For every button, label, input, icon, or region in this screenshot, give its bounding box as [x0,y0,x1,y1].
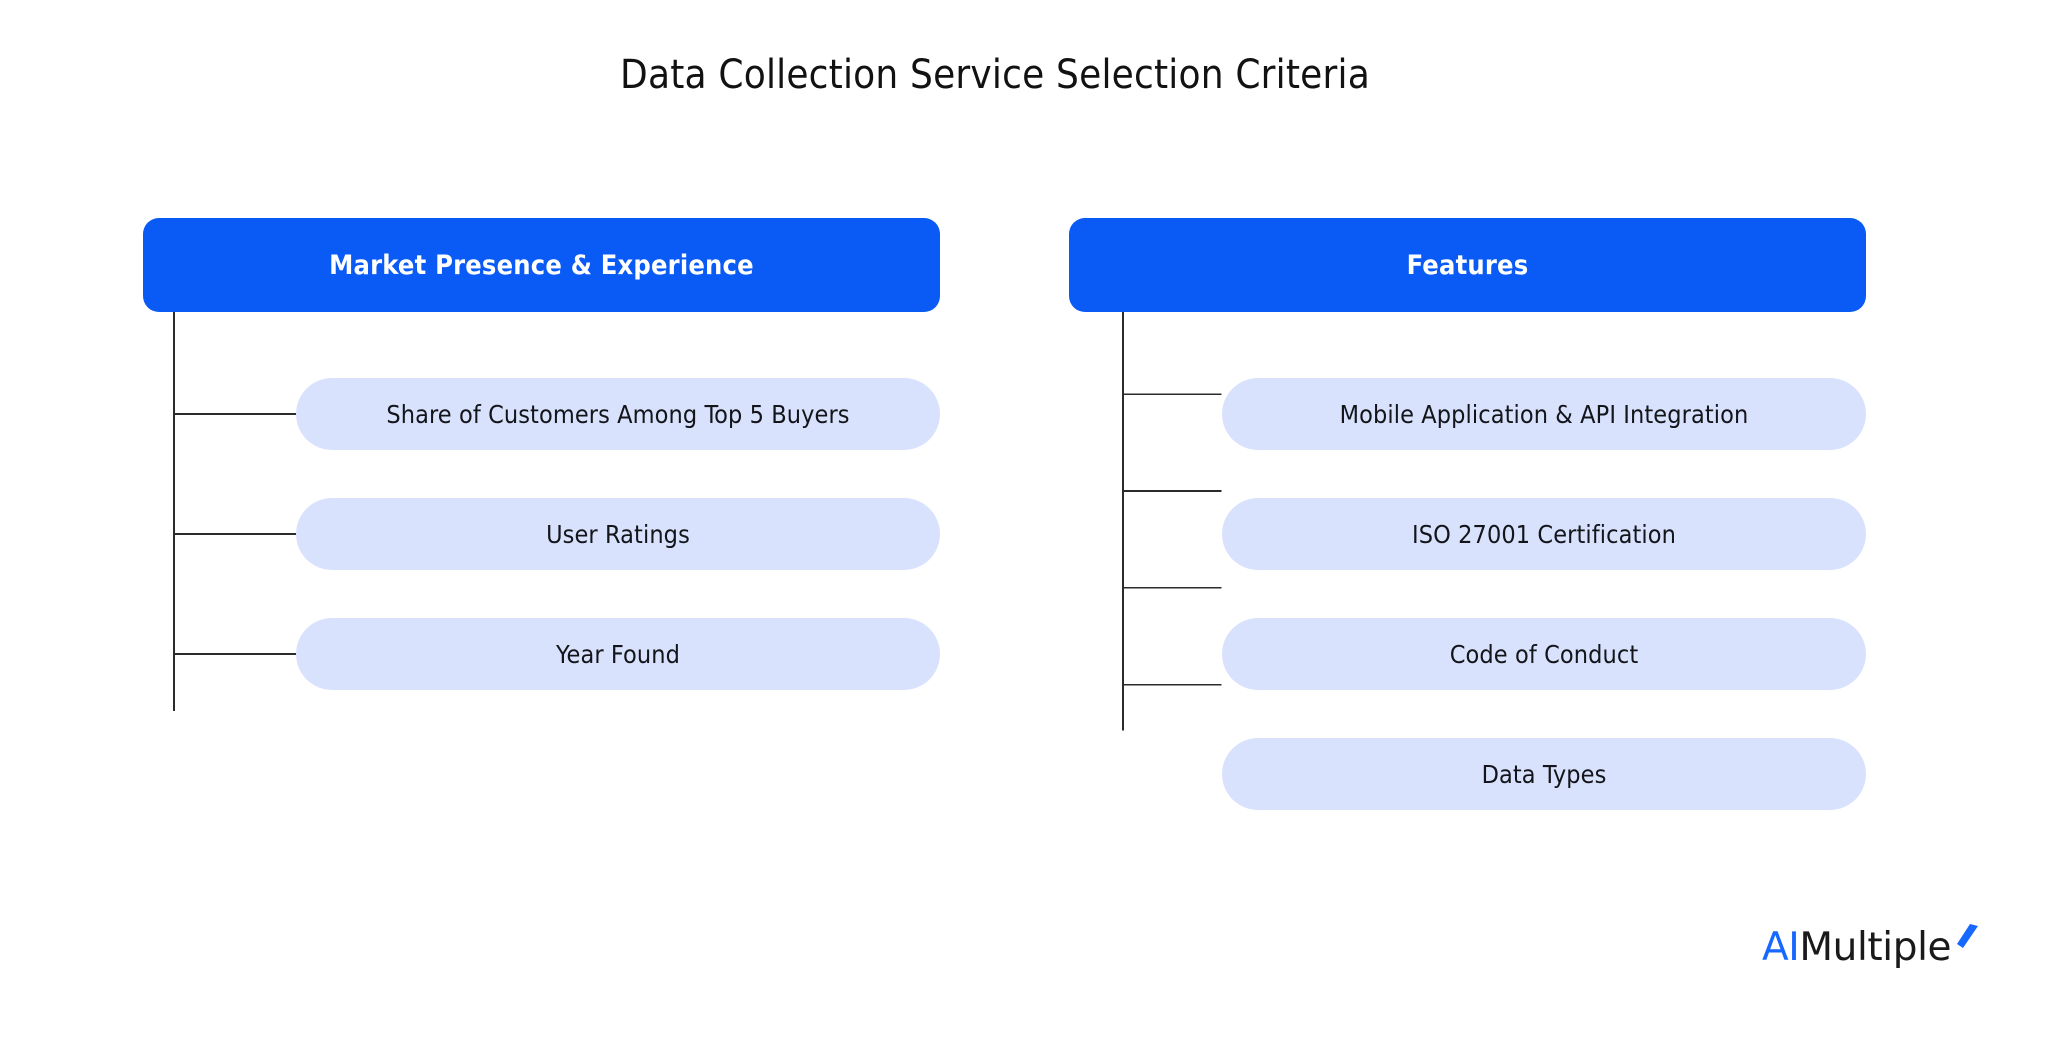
child-row: User Ratings [143,498,940,570]
child-pill[interactable]: Code of Conduct [1222,618,1866,690]
child-pill[interactable]: ISO 27001 Certification [1222,498,1866,570]
branch-header-label: Market Presence & Experience [329,249,754,281]
child-pill[interactable]: Data Types [1222,738,1866,810]
child-label: Share of Customers Among Top 5 Buyers [386,399,850,429]
child-row: Code of Conduct [1069,618,1866,690]
child-label: Code of Conduct [1449,639,1639,669]
branch-header-label: Features [1406,249,1529,281]
child-row: Share of Customers Among Top 5 Buyers [143,378,940,450]
child-pill[interactable]: User Ratings [296,498,940,570]
branch-features: Features Mobile Application & API Integr… [1069,218,1866,810]
page-title: Data Collection Service Selection Criter… [620,52,1370,98]
child-label: Data Types [1481,759,1607,789]
logo-prefix: AI [1762,925,1800,970]
child-label: User Ratings [546,519,690,549]
branch-children-list: Share of Customers Among Top 5 Buyers Us… [143,378,940,690]
child-row: Mobile Application & API Integration [1069,378,1866,450]
child-label: ISO 27001 Certification [1412,519,1676,549]
branch-children-list: Mobile Application & API Integration ISO… [1069,378,1866,810]
child-row: Data Types [1069,738,1866,810]
child-row: ISO 27001 Certification [1069,498,1866,570]
child-label: Mobile Application & API Integration [1339,399,1749,429]
child-pill[interactable]: Share of Customers Among Top 5 Buyers [296,378,940,450]
child-pill[interactable]: Mobile Application & API Integration [1222,378,1866,450]
branch-header-box[interactable]: Features [1069,218,1866,312]
branch-market-presence-and-experience: Market Presence & Experience Share of Cu… [143,218,940,711]
child-row: Year Found [143,618,940,690]
child-label: Year Found [555,639,681,669]
aimultiple-logo: AI Multiple [1762,924,1979,970]
branch-header-box[interactable]: Market Presence & Experience [143,218,940,312]
logo-suffix: Multiple [1799,925,1952,970]
child-pill[interactable]: Year Found [296,618,940,690]
logo-slash-icon [1957,924,1979,948]
